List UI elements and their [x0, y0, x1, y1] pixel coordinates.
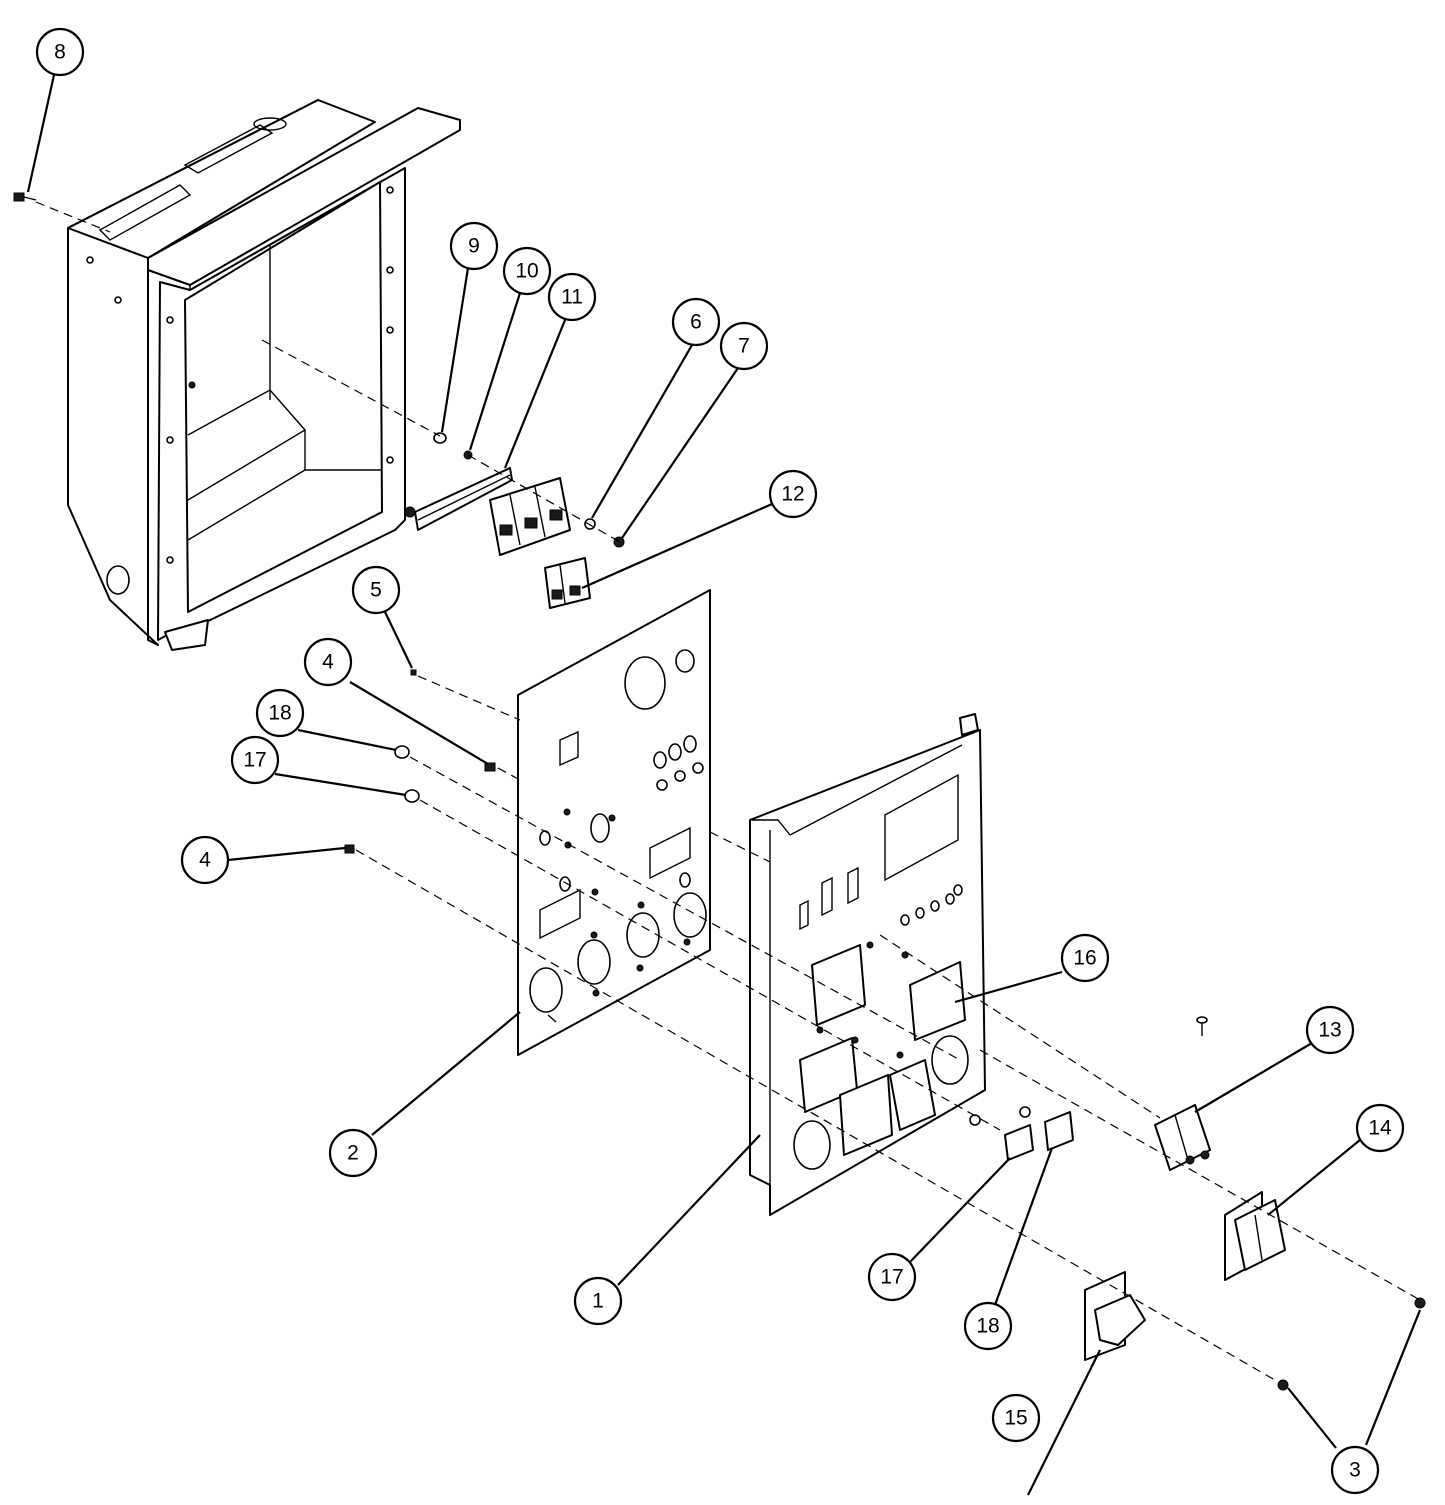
callout-label: 18	[268, 702, 291, 725]
callout-label: 17	[243, 749, 266, 772]
callout-label: 9	[468, 235, 480, 258]
callout-label: 12	[781, 483, 804, 506]
callout-12: 12	[768, 469, 818, 519]
callout-17-left: 17	[230, 735, 280, 785]
leader-lines	[26, 74, 1422, 1496]
callout-label: 11	[561, 286, 583, 309]
callout-8-top: 8	[35, 27, 85, 77]
callout-4-lower: 4	[180, 835, 230, 885]
washer-17-left	[404, 789, 420, 803]
callout-15: 15	[991, 1393, 1041, 1443]
callout-label: 4	[322, 651, 334, 674]
callout-label: 5	[370, 579, 382, 602]
mounting-panel	[749, 713, 986, 1216]
relay-12	[544, 557, 591, 609]
screw-4-upper	[484, 762, 496, 772]
enclosure-box	[67, 99, 461, 651]
callout-label: 16	[1073, 947, 1096, 970]
callout-label: 14	[1368, 1117, 1392, 1140]
callout-label: 18	[976, 1315, 999, 1338]
nut-3-upper	[1414, 1297, 1426, 1309]
callout-label: 4	[199, 849, 211, 872]
callout-label: 2	[347, 1142, 359, 1165]
callout-label: 6	[690, 311, 702, 334]
callout-label: 8	[54, 41, 66, 64]
nut-3-lower	[1277, 1379, 1289, 1391]
callout-label: 10	[515, 260, 538, 283]
washer-6	[584, 518, 596, 530]
callout-label: 3	[1349, 1459, 1361, 1482]
relay-block	[489, 477, 571, 556]
callout-18-left: 18	[255, 688, 305, 738]
callout-13: 13	[1305, 1005, 1355, 1055]
callout-label: 1	[592, 1290, 604, 1313]
assembly-lines	[35, 201, 1421, 1384]
callout-4-upper: 4	[303, 637, 353, 687]
callout-label: 17	[880, 1266, 903, 1289]
receptacle-15	[1084, 1271, 1146, 1361]
faceplate	[517, 589, 711, 1056]
callout-10: 10	[502, 246, 552, 296]
callout-11: 11	[547, 272, 597, 322]
nut-7	[613, 536, 625, 548]
screw-4-lower	[344, 844, 355, 854]
receptacle-14	[1224, 1191, 1286, 1281]
breaker-17-right	[969, 1114, 1034, 1161]
washer-18-left	[394, 745, 410, 759]
screw-5	[410, 669, 417, 676]
callout-label: 13	[1318, 1019, 1341, 1042]
callout-label: 7	[738, 335, 750, 358]
callout-2: 2	[328, 1128, 378, 1178]
callout-6: 6	[671, 297, 721, 347]
screw-8	[13, 192, 37, 202]
washer-9	[433, 432, 447, 444]
circuit-breaker-13	[1154, 1104, 1211, 1171]
callout-7: 7	[719, 321, 769, 371]
callout-label: 15	[1004, 1407, 1027, 1430]
callout-17-right: 17	[867, 1252, 917, 1302]
callout-1: 1	[573, 1276, 623, 1326]
callout-9: 9	[449, 221, 499, 271]
callout-18-right: 18	[963, 1301, 1013, 1351]
breaker-18-right	[1019, 1106, 1074, 1151]
callout-3: 3	[1330, 1445, 1380, 1495]
callout-14: 14	[1355, 1103, 1405, 1153]
callout-16: 16	[1060, 933, 1110, 983]
screw-13	[1196, 1016, 1208, 1036]
callout-5: 5	[351, 565, 401, 615]
